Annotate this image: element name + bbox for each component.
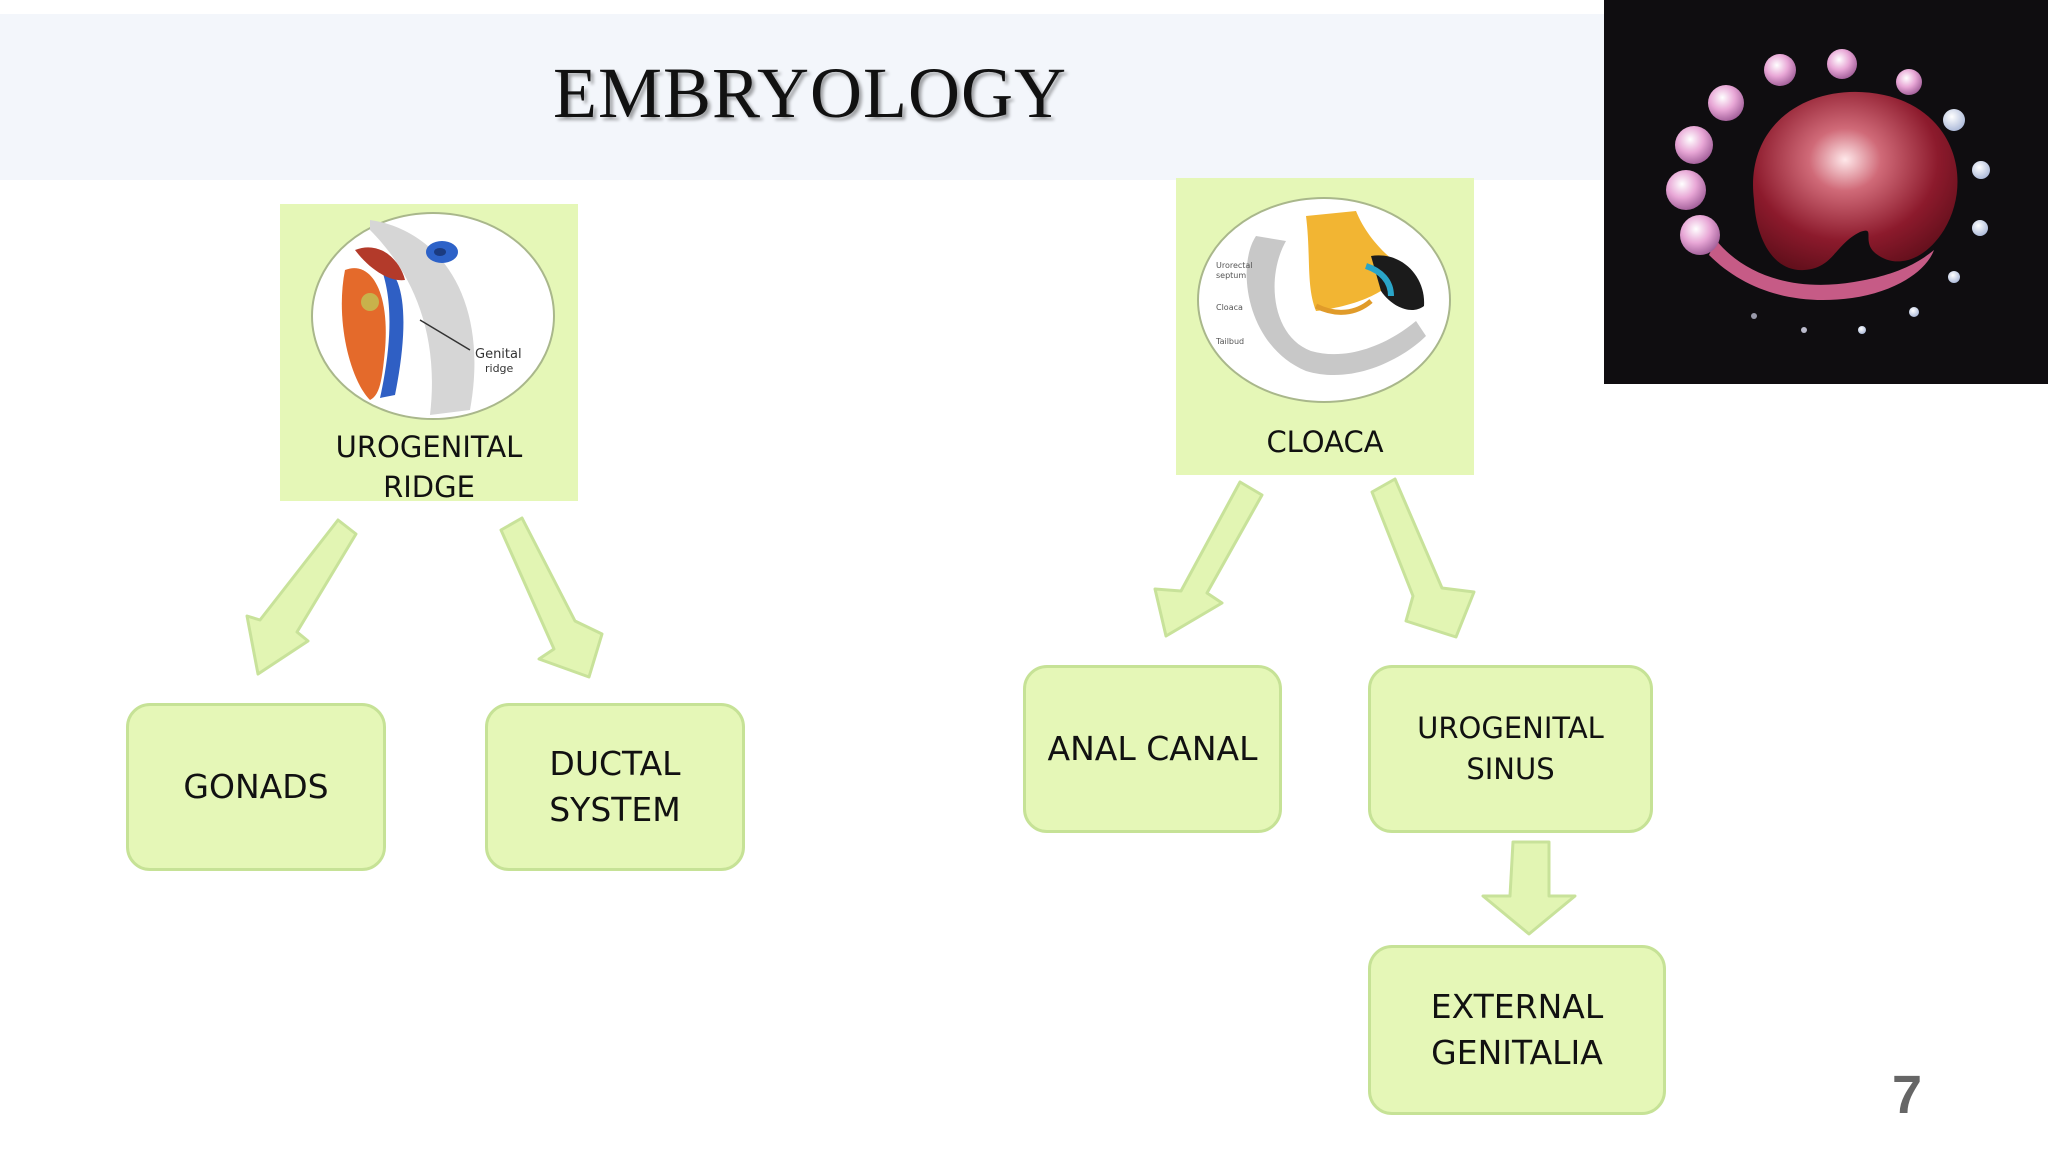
urogenital-sinus-box: UROGENITAL SINUS [1368, 665, 1653, 833]
genital-ridge-inset: Genital ridge [311, 212, 555, 420]
external-genitalia-label-line2: GENITALIA [1431, 1033, 1603, 1072]
inset-caption-cloaca: Cloaca [1216, 303, 1243, 312]
ductal-system-box: DUCTAL SYSTEM [485, 703, 745, 871]
gonads-box: GONADS [126, 703, 386, 871]
arrow-ridge-to-gonads [245, 518, 358, 676]
urogenital-ridge-panel: Genital ridge UROGENITAL RIDGE [280, 204, 578, 504]
genital-ridge-caption: Genital [475, 347, 522, 362]
cloaca-label: CLOACA [1266, 425, 1384, 459]
svg-text:ridge: ridge [485, 362, 514, 375]
urogenital-sinus-label-line1: UROGENITAL [1417, 711, 1604, 745]
urogenital-sinus-label-line2: SINUS [1466, 752, 1555, 786]
embryo-illustration [1666, 49, 1990, 334]
arrow-cloaca-to-sinus [1370, 477, 1476, 639]
title-band [0, 14, 1604, 180]
page-number: 7 [1892, 1065, 1923, 1125]
arrow-sinus-to-genitalia [1481, 840, 1577, 936]
arrow-cloaca-to-anal [1153, 480, 1264, 638]
gonads-label: GONADS [183, 767, 329, 806]
ductal-system-label-line1: DUCTAL [549, 744, 681, 783]
embryo-photo [1604, 0, 2048, 384]
cloaca-inset: Urorectal septum Cloaca Tailbud [1197, 197, 1451, 403]
ductal-system-label-line2: SYSTEM [549, 790, 681, 829]
svg-text:septum: septum [1216, 271, 1246, 280]
inset-caption-tailbud: Tailbud [1215, 337, 1244, 346]
anal-canal-label: ANAL CANAL [1047, 729, 1258, 768]
slide-title: EMBRYOLOGY [552, 53, 1068, 133]
urogenital-ridge-label-line1: UROGENITAL [335, 430, 523, 464]
external-genitalia-box: EXTERNAL GENITALIA [1368, 945, 1666, 1115]
cloaca-panel: Urorectal septum Cloaca Tailbud CLOACA [1176, 178, 1474, 475]
external-genitalia-label-line1: EXTERNAL [1430, 987, 1604, 1026]
arrow-ridge-to-ductal [499, 516, 604, 679]
urogenital-ridge-label-line2: RIDGE [383, 470, 475, 504]
inset-caption-urorectal: Urorectal [1216, 261, 1253, 270]
anal-canal-box: ANAL CANAL [1023, 665, 1282, 833]
